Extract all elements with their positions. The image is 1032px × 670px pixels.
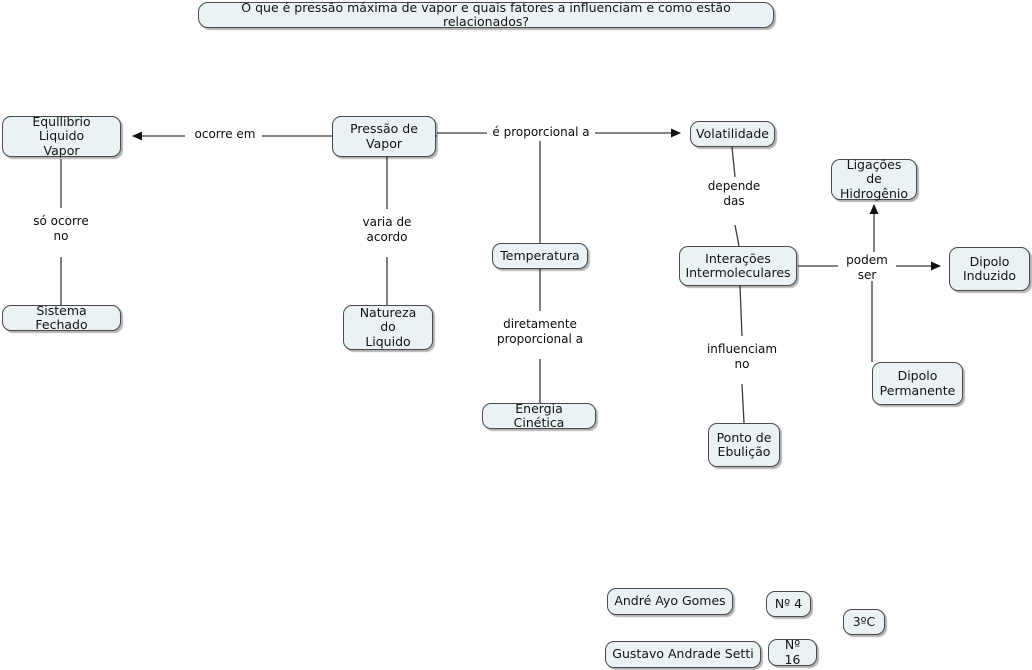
- node-natureza-do-liquido[interactable]: Natureza do Liquido: [343, 305, 433, 350]
- node-energia-cinetica[interactable]: Energia Cinética: [482, 401, 596, 430]
- node-dipolo-permanente[interactable]: Dipolo Permanente: [872, 362, 963, 405]
- edge-influenciam-ponto: [741, 383, 745, 424]
- node-temperatura[interactable]: Temperatura: [492, 243, 588, 269]
- node-interacoes-intermoleculares[interactable]: Interações Intermoleculares: [679, 246, 797, 286]
- node-ligacoes-de-hidrogenio[interactable]: Ligações de Hidrogênio: [831, 157, 917, 201]
- author-name-2[interactable]: Gustavo Andrade Setti: [605, 641, 761, 668]
- node-ponto-de-ebulicao[interactable]: Ponto de Ebulição: [708, 423, 780, 467]
- class-label[interactable]: 3ºC: [843, 609, 885, 635]
- edge-depende-interacoes: [734, 224, 740, 247]
- node-pressao-de-vapor[interactable]: Pressão de Vapor: [332, 116, 436, 157]
- node-volatilidade[interactable]: Volatilidade: [690, 121, 775, 147]
- author-name-1[interactable]: André Ayo Gomes: [607, 588, 733, 615]
- node-dipolo-induzido[interactable]: Dipolo Induzido: [949, 247, 1030, 291]
- edge-interacoes-influenciam: [739, 285, 743, 337]
- node-sistema-fechado[interactable]: Sistema Fechado: [2, 303, 121, 332]
- node-equilibrio-liquido-vapor[interactable]: Equllibrio Liquido Vapor: [2, 114, 121, 158]
- edge-volatilidade-depende: [731, 146, 736, 178]
- author-number-1[interactable]: Nº 4: [766, 591, 811, 617]
- author-number-2[interactable]: Nº 16: [768, 637, 817, 666]
- question-node[interactable]: O que é pressão máxima de vapor e quais …: [198, 0, 774, 29]
